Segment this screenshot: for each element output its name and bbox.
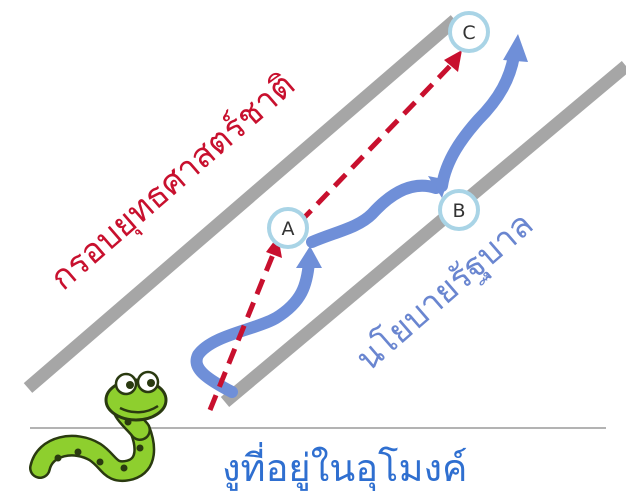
snake-illustration [29,370,168,483]
node-a: A [267,207,309,249]
upper-rail [23,15,460,393]
node-b-label: B [452,200,465,222]
policy-arrowhead-a [296,246,322,268]
strategy-dashed-arrow-1 [207,251,277,411]
policy-arrowhead-c [503,34,528,62]
government-policy-label: นโยบายรัฐบาล [348,204,541,379]
node-a-label: A [282,218,295,240]
node-b: B [438,189,480,231]
lower-rail [220,61,626,407]
strategy-arrowhead-c [444,50,462,72]
snake-in-tunnel-label: งูที่อยู่ในอุโมงค์ [222,442,467,491]
strategy-dashed-arrow-2 [298,64,452,224]
policy-path-segment-ab [306,179,442,248]
node-c-label: C [462,22,475,44]
policy-path-segment-bc [436,50,520,192]
node-c: C [448,11,490,53]
